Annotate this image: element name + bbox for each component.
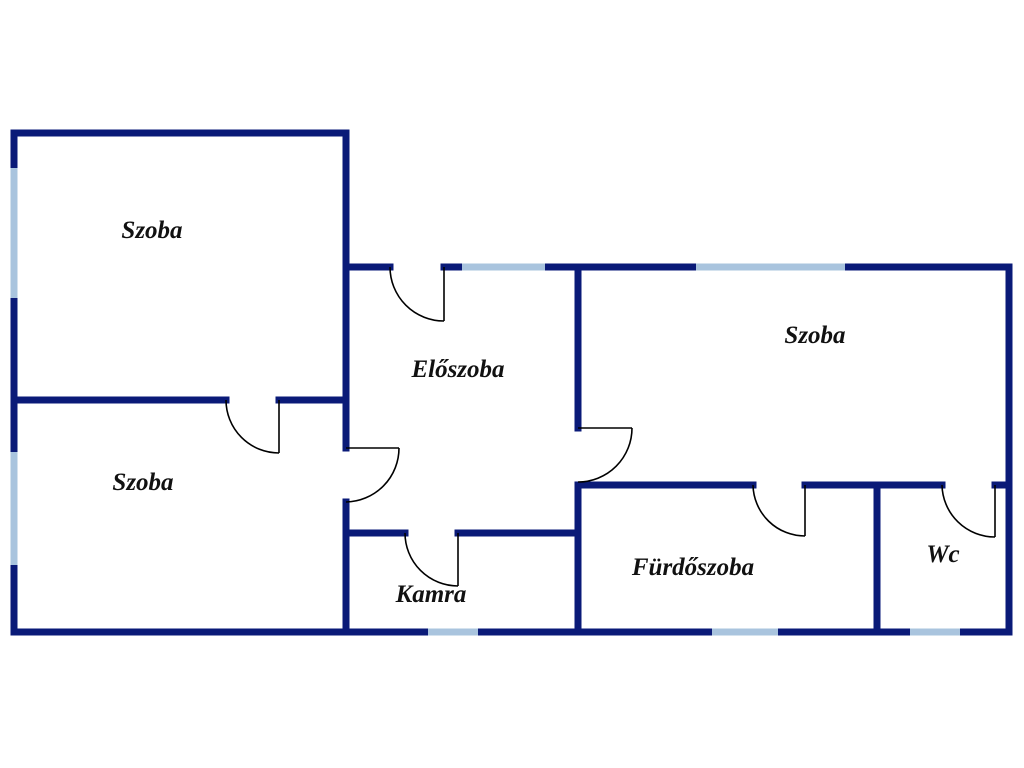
room-label-eloszoba: Előszoba [410,356,504,383]
room-label-furdoszoba: Fürdőszoba [631,554,754,581]
door-entrance [389,266,445,322]
room-labels: Szoba Szoba Előszoba Kamra Szoba Fürdősz… [112,217,959,608]
room-label-wc: Wc [926,541,959,568]
room-label-szoba-top-left: Szoba [121,217,182,244]
walls [10,129,1013,636]
door-kamra [404,532,459,587]
room-label-szoba-right: Szoba [784,322,845,349]
door-wc [941,484,996,538]
room-label-kamra: Kamra [395,581,467,608]
doors [225,266,996,587]
room-label-szoba-bottom-left: Szoba [112,469,173,496]
windows [10,168,960,636]
door-left-divider [225,399,280,454]
door-bottom-left-room [345,447,400,503]
door-bathroom [752,484,806,537]
door-right-room [577,427,633,483]
